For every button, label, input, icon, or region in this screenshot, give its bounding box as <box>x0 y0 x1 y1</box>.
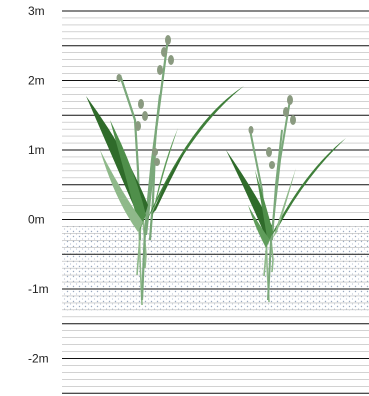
short-grass-plant <box>226 95 346 303</box>
scale-label: 2m <box>28 74 45 88</box>
scale-label: 1m <box>28 143 45 157</box>
seed-heads <box>116 35 174 166</box>
soil-zone <box>62 226 369 311</box>
scale-label: -1m <box>28 282 49 296</box>
seed-heads <box>248 95 296 169</box>
leaves <box>226 138 346 248</box>
leaves <box>86 86 244 232</box>
scale-label: -2m <box>28 352 49 366</box>
tall-grass-plant <box>86 35 244 306</box>
scale-label: 0m <box>28 213 45 227</box>
scale-labels: 3m 2m 1m 0m -1m -2m <box>28 4 49 366</box>
scale-label: 3m <box>28 4 45 18</box>
grid-lines <box>62 10 369 394</box>
